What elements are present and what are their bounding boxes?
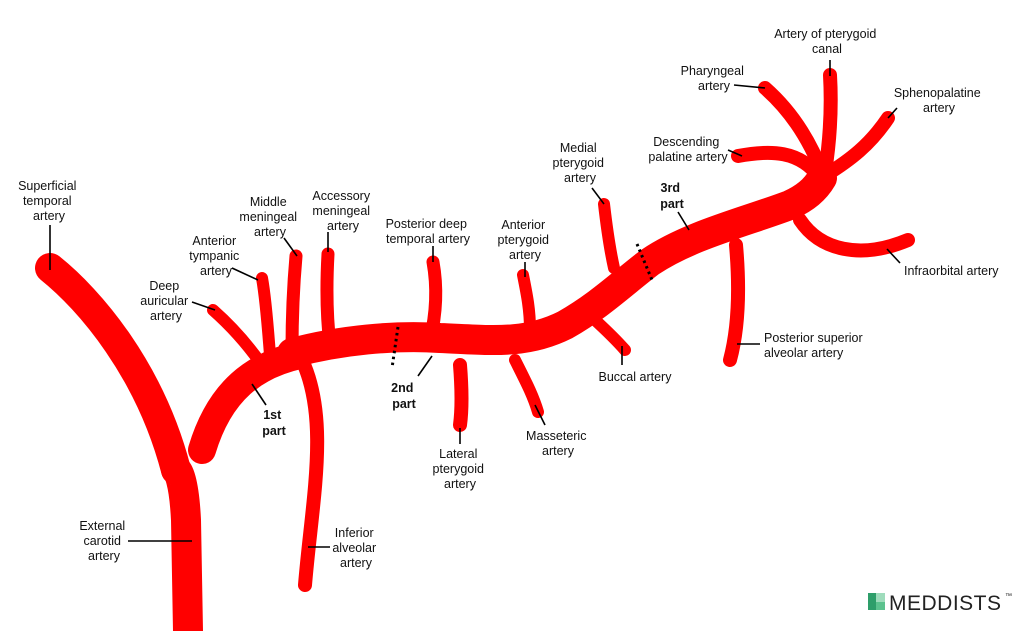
label-masseteric-artery: Masseteric artery xyxy=(526,429,590,458)
label-sphenopalatine-artery: Sphenopalatine artery xyxy=(894,86,984,115)
label-posterior-superior-alveolar-artery: Posterior superior alveolar artery xyxy=(764,331,866,360)
deep-auricular-artery-vessel xyxy=(207,304,268,371)
label-artery-of-pterygoid-canal: Artery of pterygoid canal xyxy=(774,27,880,56)
divider-1st-2nd-part xyxy=(390,326,400,369)
leader-descending-palatine xyxy=(727,149,743,157)
external-carotid-artery-vessel xyxy=(161,455,203,631)
lateral-pterygoid-artery-vessel xyxy=(453,358,469,432)
middle-meningeal-artery-vessel xyxy=(285,249,303,357)
leader-anterior-tympanic xyxy=(231,267,259,281)
brand-name: MEDDISTS xyxy=(889,592,1002,615)
inferior-alveolar-artery-vessel xyxy=(295,353,325,592)
buccal-artery-vessel xyxy=(589,314,631,356)
leader-3rd-part xyxy=(677,211,690,231)
label-posterior-deep-temporal-artery: Posterior deep temporal artery xyxy=(386,217,471,246)
leader-deep-auricular xyxy=(191,301,216,311)
infraorbital-artery-vessel xyxy=(793,213,915,258)
label-descending-palatine-artery: Descending palatine artery xyxy=(648,135,728,164)
medial-pterygoid-artery-vessel xyxy=(598,198,620,274)
label-superficial-temporal-artery: Superficial temporal artery xyxy=(18,179,80,223)
leader-middle-meningeal xyxy=(283,237,298,257)
leader-lines xyxy=(49,60,901,548)
label-inferior-alveolar-artery: Inferior alveolar artery xyxy=(332,526,379,570)
superficial-temporal-artery-vessel xyxy=(35,253,191,485)
anterior-tympanic-artery-vessel xyxy=(256,272,276,361)
label-external-carotid-artery: External carotid artery xyxy=(79,519,128,563)
posterior-superior-alveolar-artery-vessel xyxy=(723,238,745,367)
label-middle-meningeal-artery: Middle meningeal artery xyxy=(239,195,300,239)
masseteric-artery-vessel xyxy=(509,354,544,418)
divider-2nd-3rd-part xyxy=(635,243,654,281)
leader-medial-pterygoid xyxy=(591,187,605,205)
label-1st-part: 1st part xyxy=(262,408,286,438)
label-deep-auricular-artery: Deep auricular artery xyxy=(140,279,191,323)
label-3rd-part: 3rd part xyxy=(660,181,684,211)
anterior-pterygoid-artery-vessel xyxy=(517,269,536,336)
label-pharyngeal-artery: Pharyngeal artery xyxy=(681,64,748,93)
labels: Superficial temporal artery External car… xyxy=(18,27,999,570)
leader-infraorbital xyxy=(886,248,901,264)
label-accessory-meningeal-artery: Accessory meningeal artery xyxy=(312,189,373,233)
brand-trademark: ™ xyxy=(1005,593,1012,600)
label-anterior-pterygoid-artery: Anterior pterygoid artery xyxy=(498,218,553,262)
meddists-logo-icon xyxy=(868,593,885,610)
label-buccal-artery: Buccal artery xyxy=(599,370,673,384)
maxillary-artery-trunk xyxy=(277,163,837,368)
vessels xyxy=(35,68,915,631)
leader-2nd-part xyxy=(417,355,433,377)
leader-sphenopalatine xyxy=(887,107,898,119)
artery-of-pterygoid-canal-vessel xyxy=(818,68,838,179)
label-medial-pterygoid-artery: Medial pterygoid artery xyxy=(553,141,608,185)
leader-pharyngeal xyxy=(733,84,766,89)
label-lateral-pterygoid-artery: Lateral pterygoid artery xyxy=(433,447,488,491)
label-2nd-part: 2nd part xyxy=(391,381,417,411)
brand-logo: MEDDISTS ™ xyxy=(868,592,1012,615)
label-anterior-tympanic-artery: Anterior tympanic artery xyxy=(189,234,243,278)
leader-1st-part xyxy=(251,383,267,406)
leader-masseteric xyxy=(534,404,546,426)
label-infraorbital-artery: Infraorbital artery xyxy=(904,264,999,278)
